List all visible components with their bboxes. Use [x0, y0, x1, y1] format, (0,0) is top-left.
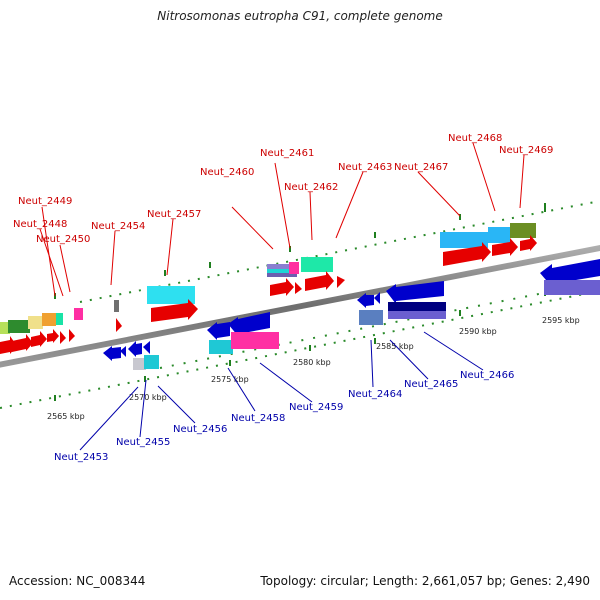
gene-label-neut-2453[interactable]: Neut_2453	[54, 452, 108, 463]
gene-label-neut-2448[interactable]: Neut_2448	[13, 219, 67, 230]
gene-label-neut-2450[interactable]: Neut_2450	[36, 234, 90, 245]
gene-label-neut-2460[interactable]: Neut_2460	[200, 167, 254, 178]
accession-text: Accession: NC_008344	[9, 574, 146, 588]
gene-labels-reverse: Neut_2453 Neut_2455 Neut_2456 Neut_2458 …	[54, 370, 514, 463]
reverse-genes	[103, 259, 600, 370]
gene-label-neut-2469[interactable]: Neut_2469	[499, 145, 553, 156]
gene-label-neut-2449[interactable]: Neut_2449	[18, 196, 72, 207]
tick-rail-lower	[0, 290, 600, 409]
gene-label-neut-2466[interactable]: Neut_2466	[460, 370, 514, 381]
gene-label-neut-2467[interactable]: Neut_2467	[394, 162, 448, 173]
gene-label-neut-2459[interactable]: Neut_2459	[289, 402, 343, 413]
scale-tick-2590: 2590 kbp	[459, 327, 497, 336]
genome-summary-text: Topology: circular; Length: 2,661,057 bp…	[260, 574, 590, 588]
gene-label-neut-2457[interactable]: Neut_2457	[147, 209, 201, 220]
gene-label-neut-2461[interactable]: Neut_2461	[260, 148, 314, 159]
gene-label-neut-2454[interactable]: Neut_2454	[91, 221, 145, 232]
scale-tick-2570: 2570 kbp	[129, 393, 167, 402]
gene-label-neut-2463[interactable]: Neut_2463	[338, 162, 392, 173]
scale-tick-2585: 2585 kbp	[376, 342, 414, 351]
genome-backbone	[0, 245, 600, 368]
leader-lines-bottom	[79, 331, 484, 451]
gene-label-neut-2465[interactable]: Neut_2465	[404, 379, 458, 390]
gene-label-neut-2455[interactable]: Neut_2455	[116, 437, 170, 448]
gene-label-neut-2462[interactable]: Neut_2462	[284, 182, 338, 193]
scale-tick-2575: 2575 kbp	[211, 375, 249, 384]
tick-rail-upper	[79, 200, 600, 303]
map-title: Nitrosomonas eutropha C91, complete geno…	[157, 9, 443, 23]
gene-label-neut-2468[interactable]: Neut_2468	[448, 133, 502, 144]
gene-label-neut-2456[interactable]: Neut_2456	[173, 424, 227, 435]
leader-lines-top	[39, 142, 525, 297]
forward-genes	[0, 223, 537, 354]
gene-label-neut-2458[interactable]: Neut_2458	[231, 413, 285, 424]
scale-tick-2565: 2565 kbp	[47, 412, 85, 421]
gene-labels-forward: Neut_2449 Neut_2448 Neut_2450 Neut_2454 …	[13, 133, 553, 245]
scale-tick-2595: 2595 kbp	[542, 316, 580, 325]
tick-rail-middle	[159, 281, 600, 369]
scale-tick-2580: 2580 kbp	[293, 358, 331, 367]
gene-label-neut-2464[interactable]: Neut_2464	[348, 389, 402, 400]
